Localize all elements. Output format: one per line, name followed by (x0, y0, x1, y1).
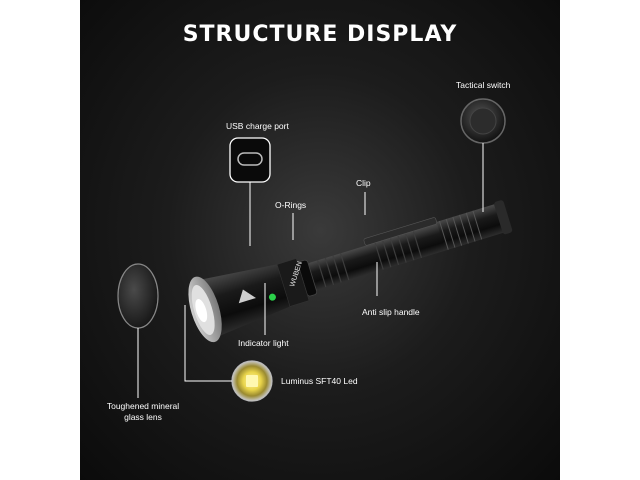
label-clip: Clip (356, 178, 371, 188)
flashlight-body (188, 200, 513, 343)
label-anti-slip-handle: Anti slip handle (362, 307, 420, 317)
label-led: Luminus SFT40 Led (281, 376, 358, 386)
label-tactical-switch: Tactical switch (456, 80, 511, 90)
product-canvas: STRUCTURE DISPLAY (80, 0, 560, 480)
label-lens: Toughened mineral glass lens (98, 401, 188, 423)
label-indicator-light: Indicator light (238, 338, 289, 348)
label-usb-charge-port: USB charge port (226, 121, 289, 131)
flashlight-illustration: WUBEN (117, 98, 513, 402)
label-lens-line2: glass lens (124, 412, 162, 422)
label-o-rings: O-Rings (275, 200, 307, 210)
lens-disc (117, 263, 159, 329)
page-title: STRUCTURE DISPLAY (182, 22, 458, 47)
label-lens-line1: Toughened mineral (106, 401, 180, 411)
usb-port-callout (229, 137, 271, 183)
